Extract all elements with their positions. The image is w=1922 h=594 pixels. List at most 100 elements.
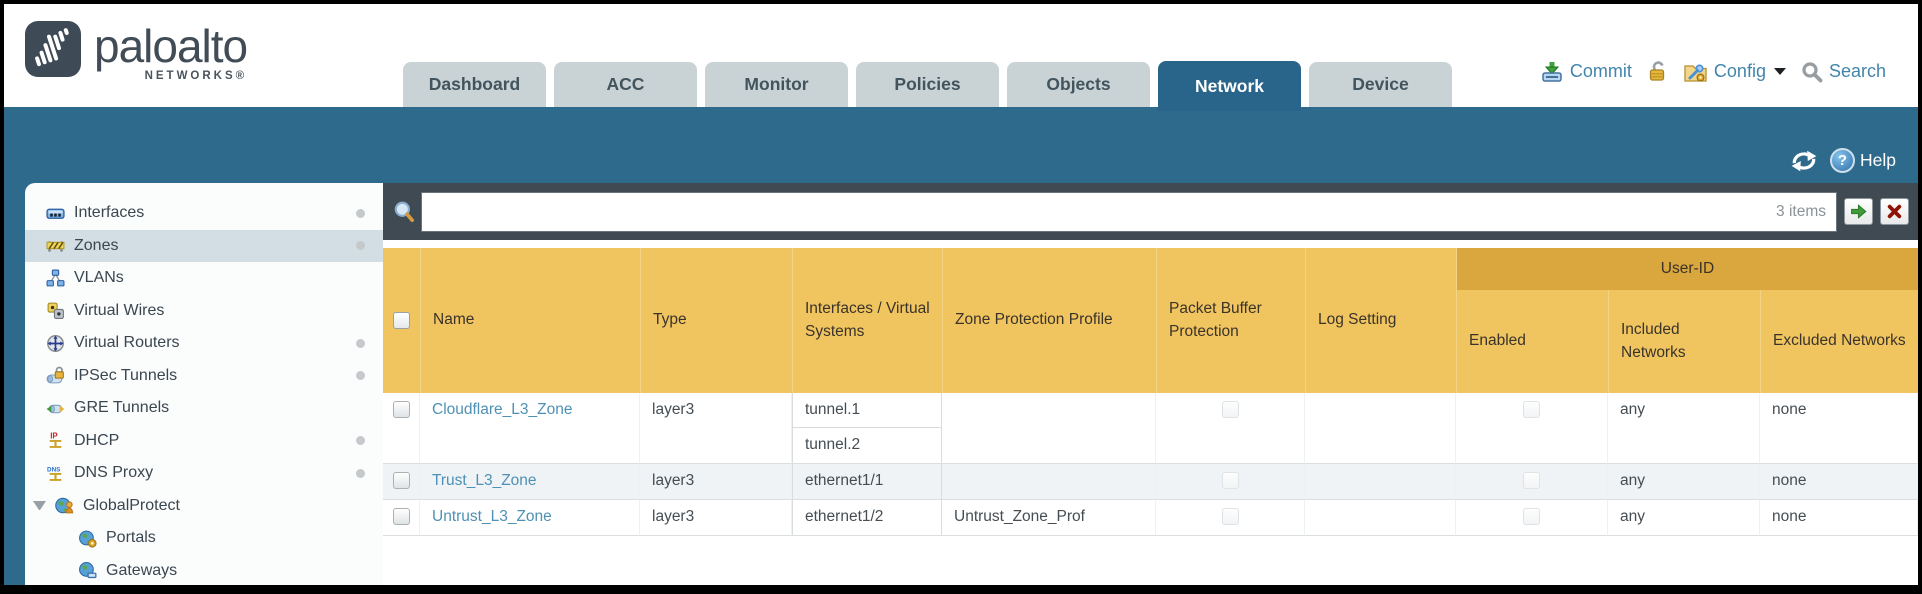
dhcp-icon: IP [46, 431, 65, 450]
ipsec-tunnels-icon [46, 366, 65, 385]
row-checkbox[interactable] [392, 508, 410, 525]
type-cell: layer3 [640, 393, 792, 464]
virtual-wires-icon [46, 301, 65, 320]
search-icon [1802, 61, 1823, 82]
commit-label: Commit [1569, 61, 1632, 81]
sidebar-item-label: Virtual Routers [74, 334, 180, 352]
filter-input[interactable] [422, 192, 1836, 231]
filter-search-icon [394, 201, 415, 222]
packet-buffer-cell [1156, 500, 1305, 536]
enabled-checkbox[interactable] [1523, 472, 1540, 489]
sidebar-item-virtual-wires[interactable]: Virtual Wires [25, 295, 383, 328]
sidebar-item-dns-proxy[interactable]: DNS DNS Proxy [25, 457, 383, 490]
tab-device[interactable]: Device [1309, 62, 1452, 107]
sidebar-item-portals[interactable]: Portals [25, 522, 383, 555]
zone-name-link[interactable]: Trust_L3_Zone [432, 472, 537, 489]
packet-buffer-checkbox[interactable] [1221, 401, 1239, 418]
top-header: paloalto NETWORKS® Dashboard ACC Monitor… [4, 4, 1918, 111]
zone-protection-cell [942, 393, 1156, 464]
search-button[interactable]: Search [1801, 61, 1886, 83]
portals-icon [78, 529, 97, 548]
log-setting-cell [1305, 393, 1456, 464]
column-header-log-setting[interactable]: Log Setting [1305, 248, 1456, 393]
log-setting-cell [1305, 464, 1456, 500]
tab-objects[interactable]: Objects [1007, 62, 1150, 107]
row-checkbox[interactable] [392, 401, 410, 418]
interfaces-cell: ethernet1/2 [792, 500, 942, 536]
excluded-networks-cell: none [1760, 500, 1918, 536]
column-group-user-id: User-ID [1456, 248, 1918, 290]
excluded-networks-cell: none [1760, 464, 1918, 500]
included-networks-cell: any [1608, 393, 1760, 464]
unlock-icon[interactable] [1647, 60, 1668, 83]
sidebar-item-virtual-routers[interactable]: Virtual Routers [25, 327, 383, 360]
brand-name: paloalto [94, 20, 248, 72]
column-header-interfaces[interactable]: Interfaces / Virtual Systems [792, 248, 942, 393]
globalprotect-icon [55, 496, 74, 515]
sidebar-item-label: GRE Tunnels [74, 399, 170, 417]
items-count: 3 items [1776, 202, 1826, 220]
interface-entry[interactable]: tunnel.1 [793, 393, 941, 428]
tab-policies[interactable]: Policies [856, 62, 999, 107]
commit-icon [1542, 61, 1562, 82]
interface-entry[interactable]: tunnel.2 [805, 436, 861, 453]
green-arrow-icon [1851, 204, 1867, 219]
name-cell: Trust_L3_Zone [420, 464, 640, 500]
enabled-cell [1456, 500, 1608, 536]
sidebar-item-gateways[interactable]: Gateways [25, 555, 383, 586]
status-dot [356, 436, 365, 446]
column-header-name[interactable]: Name [420, 248, 640, 393]
status-dot [356, 371, 365, 381]
page-body: Interfaces Zones VLANs Vir [4, 183, 1918, 585]
commit-button[interactable]: Commit [1540, 61, 1632, 83]
packet-buffer-checkbox[interactable] [1221, 472, 1239, 489]
sidebar-item-label: Virtual Wires [74, 301, 165, 319]
column-header-zone-protection[interactable]: Zone Protection Profile [942, 248, 1156, 393]
red-x-icon [1887, 204, 1902, 219]
help-button[interactable]: ? Help [1830, 148, 1896, 173]
sidebar-item-label: Zones [74, 236, 119, 254]
column-header-enabled[interactable]: Enabled [1456, 290, 1608, 393]
interface-entry[interactable]: ethernet1/1 [805, 472, 884, 489]
sidebar-item-zones[interactable]: Zones [25, 229, 383, 262]
sidebar-item-vlans[interactable]: VLANs [25, 262, 383, 295]
select-all-checkbox[interactable] [393, 312, 410, 329]
packet-buffer-cell [1156, 393, 1305, 464]
sidebar-item-globalprotect[interactable]: GlobalProtect [25, 490, 383, 523]
sidebar-item-dhcp[interactable]: IP DHCP [25, 425, 383, 458]
expander-icon[interactable] [33, 501, 46, 511]
tab-dashboard[interactable]: Dashboard [403, 62, 546, 107]
packet-buffer-cell [1156, 464, 1305, 500]
tab-network[interactable]: Network [1158, 61, 1301, 111]
apply-filter-button[interactable] [1844, 198, 1873, 225]
config-menu[interactable]: Config [1683, 61, 1786, 83]
packet-buffer-checkbox[interactable] [1221, 508, 1239, 525]
row-select-cell [383, 464, 420, 500]
clear-filter-button[interactable] [1880, 198, 1909, 225]
sidebar-item-ipsec-tunnels[interactable]: IPSec Tunnels [25, 360, 383, 393]
sidebar-item-gre-tunnels[interactable]: GRE Tunnels [25, 392, 383, 425]
column-header-excluded-networks[interactable]: Excluded Networks [1760, 290, 1918, 393]
enabled-checkbox[interactable] [1523, 401, 1540, 418]
excluded-networks-cell: none [1760, 393, 1918, 464]
column-header-type[interactable]: Type [640, 248, 792, 393]
tab-monitor[interactable]: Monitor [705, 62, 848, 107]
column-header-included-networks[interactable]: Included Networks [1608, 290, 1760, 393]
table-row: Trust_L3_Zone layer3 ethernet1/1 any non… [383, 464, 1918, 500]
zone-protection-value: Untrust_Zone_Prof [954, 508, 1085, 525]
row-checkbox[interactable] [392, 472, 410, 489]
interface-entry[interactable]: ethernet1/2 [805, 508, 884, 525]
zone-name-link[interactable]: Untrust_L3_Zone [432, 508, 552, 525]
filter-bar: 3 items [383, 183, 1918, 240]
included-networks-cell: any [1608, 464, 1760, 500]
refresh-icon[interactable] [1790, 149, 1818, 173]
zones-main-panel: 3 items [383, 183, 1918, 585]
zone-name-link[interactable]: Cloudflare_L3_Zone [432, 401, 573, 418]
column-header-packet-buffer[interactable]: Packet Buffer Protection [1156, 248, 1305, 393]
enabled-checkbox[interactable] [1523, 508, 1540, 525]
svg-text:DNS: DNS [47, 466, 60, 473]
row-select-cell [383, 393, 420, 464]
sidebar-item-interfaces[interactable]: Interfaces [25, 197, 383, 230]
tab-acc[interactable]: ACC [554, 62, 697, 107]
